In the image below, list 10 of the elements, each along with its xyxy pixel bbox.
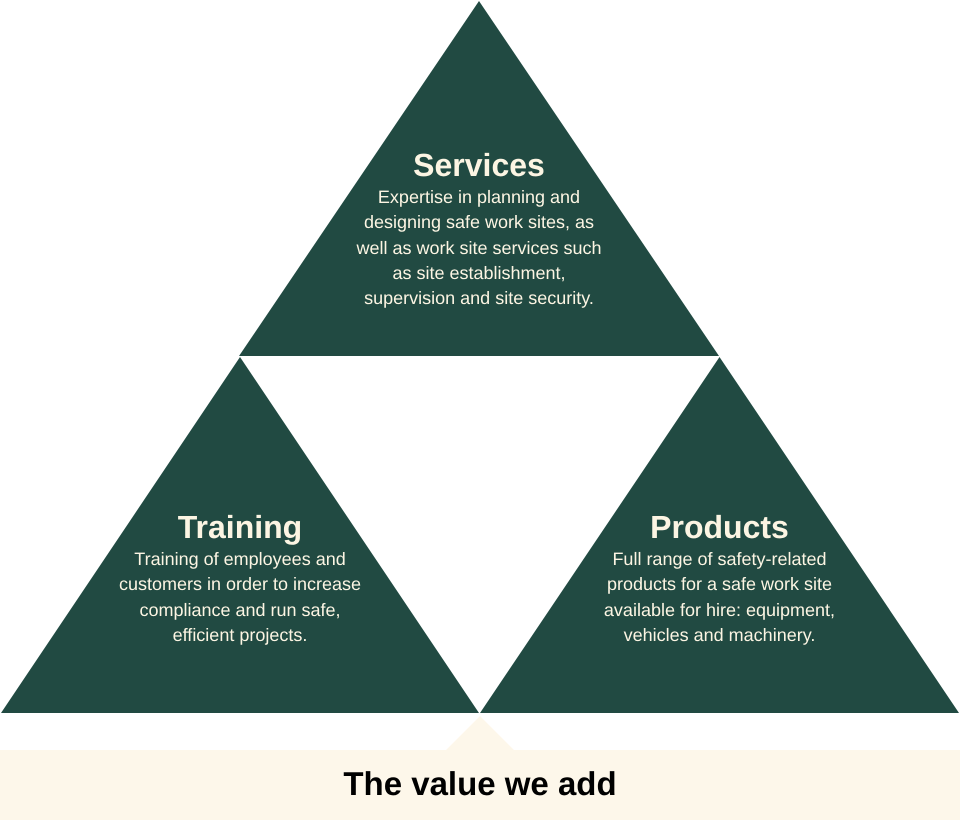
- panel-description: Training of employees and customers in order to increase compliance and run safe, efficient projects.: [118, 548, 362, 647]
- triangle-panel: [1, 357, 479, 713]
- panel-description: Full range of safety-related products for a safe work site available for hire: equipment, vehicles and machinery.: [602, 548, 836, 647]
- triangle-panel: [480, 357, 959, 713]
- panel-heading: Services: [412, 147, 546, 183]
- panel-heading: Products: [649, 509, 790, 545]
- banner-title: The value we add: [342, 764, 618, 804]
- panel-description: Expertise in planning and designing safe work sites, as well as work site services such as site establishment, supervision and site security.: [355, 186, 603, 310]
- triangle-panel: [239, 1, 719, 356]
- panel-heading: Training: [176, 509, 304, 545]
